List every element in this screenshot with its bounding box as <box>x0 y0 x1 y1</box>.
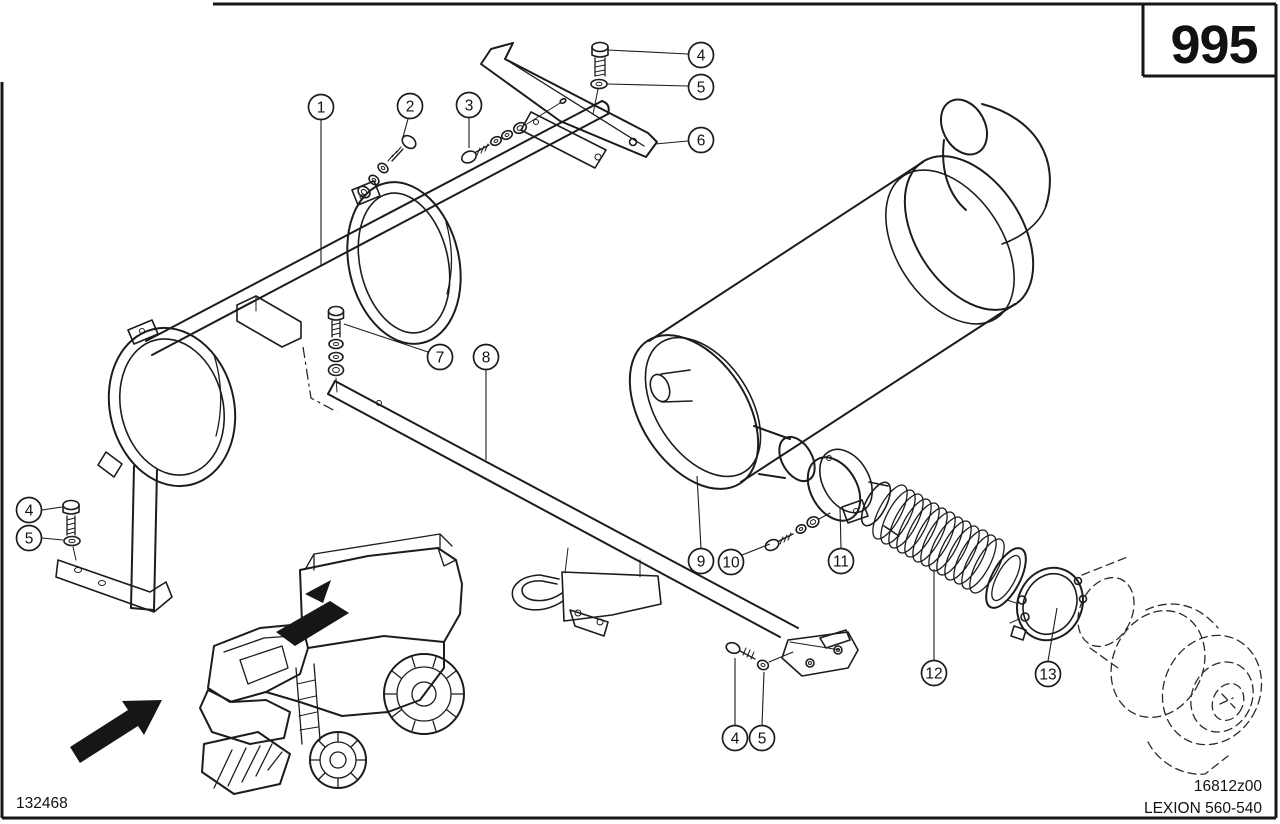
callout-6: 6 <box>654 126 715 154</box>
callout-balloon <box>687 73 715 101</box>
callout-7: 7 <box>343 323 454 371</box>
callout-leader-line <box>607 49 689 55</box>
washer-5-left <box>63 535 81 561</box>
callout-4: 4 <box>721 658 749 752</box>
top-bracket <box>480 42 658 169</box>
callout-leader-line <box>1047 607 1058 662</box>
bolt-2-group <box>357 134 417 199</box>
bolt-4-bottom <box>725 641 756 660</box>
callout-balloon <box>15 496 43 524</box>
callout-leader-line <box>41 537 64 541</box>
callout-8: 8 <box>472 343 500 460</box>
callout-number: 5 <box>697 80 706 97</box>
callout-leader-line <box>343 323 429 353</box>
callout-number: 5 <box>758 731 767 748</box>
outlet-elbow <box>939 98 1051 245</box>
callout-balloon <box>307 93 335 121</box>
callout-5: 5 <box>606 73 715 101</box>
engine-phantom <box>1077 555 1263 775</box>
callout-balloon <box>687 547 715 575</box>
v-band-clamp <box>1006 566 1088 642</box>
callout-number: 2 <box>406 99 415 116</box>
callout-11: 11 <box>827 507 855 575</box>
callout-4: 4 <box>607 41 715 69</box>
callout-number: 4 <box>731 731 740 748</box>
callout-number: 8 <box>482 350 491 367</box>
callout-balloon <box>827 547 855 575</box>
callout-leader-line <box>761 671 765 726</box>
callout-number: 13 <box>1039 667 1056 684</box>
callout-number: 10 <box>722 555 740 572</box>
callout-leader-line <box>402 118 409 138</box>
callout-number: 7 <box>436 350 445 367</box>
callout-2: 2 <box>396 92 424 138</box>
callout-5: 5 <box>748 671 776 752</box>
bolt-3-group <box>461 102 561 164</box>
callout-number: 12 <box>925 666 942 683</box>
bolt-10-group <box>764 512 831 552</box>
catalog-number: 132468 <box>16 795 68 812</box>
muffler <box>628 98 1051 490</box>
callout-12: 12 <box>920 569 948 687</box>
callout-balloon <box>455 91 483 119</box>
callout-balloon <box>721 724 749 752</box>
bolt-7-group <box>327 305 345 393</box>
callout-9: 9 <box>687 475 715 575</box>
callout-leader-line <box>41 506 63 511</box>
bolt-4-top <box>591 41 609 77</box>
callout-balloon <box>748 724 776 752</box>
callout-balloon <box>717 548 745 576</box>
callout-number: 4 <box>697 48 706 65</box>
callout-number: 1 <box>317 100 326 117</box>
callout-balloon <box>687 126 715 154</box>
callout-10: 10 <box>717 543 771 576</box>
support-frame <box>55 100 610 613</box>
callout-1: 1 <box>307 93 335 266</box>
callout-balloon <box>15 524 43 552</box>
callout-leader-line <box>654 140 689 145</box>
flex-pipe <box>860 481 1027 609</box>
callout-balloon <box>426 343 454 371</box>
page-number: 995 <box>1170 15 1257 75</box>
callout-leader-line <box>839 507 842 549</box>
callout-number: 5 <box>25 531 34 548</box>
callout-number: 6 <box>697 133 706 150</box>
bolt-4-left <box>62 499 80 536</box>
washer-5-bottom <box>756 651 794 671</box>
callout-4: 4 <box>15 496 63 524</box>
model-label: LEXION 560-540 <box>1144 800 1262 817</box>
callout-balloon <box>396 92 424 120</box>
callout-balloon <box>472 343 500 371</box>
combine-overview <box>199 533 465 795</box>
callout-3: 3 <box>455 91 483 148</box>
callout-number: 4 <box>25 503 34 520</box>
mounting-rail <box>327 380 859 677</box>
callout-number: 3 <box>465 98 474 115</box>
callout-leader-line <box>741 543 771 556</box>
callout-number: 9 <box>697 554 706 571</box>
location-arrow <box>70 700 162 763</box>
figure-number: 16812z00 <box>1194 778 1262 795</box>
callout-balloon <box>687 41 715 69</box>
washer-5-top <box>590 78 608 115</box>
callout-13: 13 <box>1034 607 1062 688</box>
callout-5: 5 <box>15 524 64 552</box>
callout-leader-line <box>696 475 702 549</box>
callout-balloon <box>920 659 948 687</box>
callout-balloon <box>1034 660 1062 688</box>
callout-number: 11 <box>833 554 849 571</box>
callout-leader-line <box>606 83 689 87</box>
